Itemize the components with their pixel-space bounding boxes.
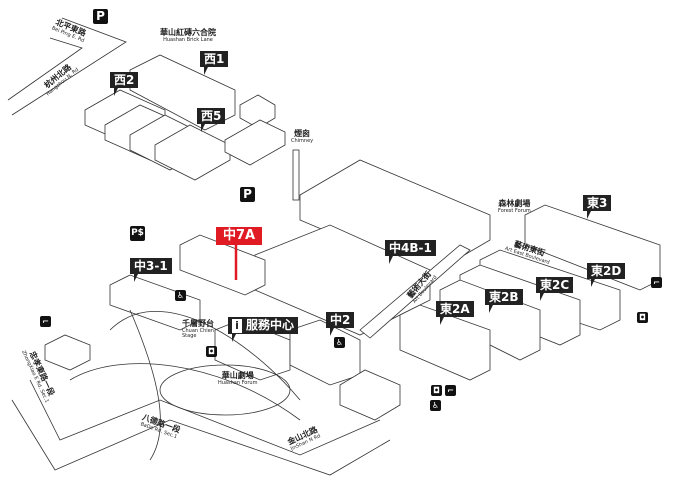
place-en: Forest Forum xyxy=(498,207,531,214)
building-east-2b[interactable]: 東2B xyxy=(485,289,523,313)
smoking-area-icon: ⌐ xyxy=(40,316,51,327)
building-west-1[interactable]: 西1 xyxy=(200,51,229,75)
building-west-5[interactable]: 西5 xyxy=(197,108,226,132)
photo-spot-icon: ◘ xyxy=(637,312,648,323)
photo-spot-icon: ◘ xyxy=(431,385,442,396)
building-center-3-1[interactable]: 中3-1 xyxy=(130,258,172,282)
place-en: Chimney xyxy=(291,137,314,144)
building-center-4b-1[interactable]: 中4B-1 xyxy=(385,240,436,264)
place-zh: 千層野台 xyxy=(182,319,214,328)
building-west-2[interactable]: 西2 xyxy=(110,72,139,96)
service-center-label: 服務中心 xyxy=(246,318,295,332)
smoking-area-icon: ⌐ xyxy=(651,277,662,288)
place-zh: 華山劇場 xyxy=(221,371,254,380)
building-east-2d[interactable]: 東2D xyxy=(587,263,626,287)
restroom-icon: ♿ xyxy=(334,337,345,348)
service-center[interactable]: i 服務中心 xyxy=(228,317,299,342)
parking-icon[interactable]: P xyxy=(93,9,108,24)
restroom-icon: ♿ xyxy=(430,400,441,411)
building-east-3[interactable]: 東3 xyxy=(583,195,612,219)
place-en: Huashan Forum xyxy=(218,379,258,386)
restroom-icon: ♿ xyxy=(175,290,186,301)
place-en: Chuan Chien Stage xyxy=(182,327,214,340)
parking-icon[interactable]: P xyxy=(240,187,255,202)
place-zh: 煙囪 xyxy=(294,129,311,138)
photo-spot-icon: ◘ xyxy=(206,346,217,357)
smoking-area-icon: ⌐ xyxy=(445,385,456,396)
building-east-2a[interactable]: 東2A xyxy=(436,301,474,325)
place-zh: 華山紅磚六合院 xyxy=(160,28,216,37)
info-icon: i xyxy=(232,319,242,333)
building-center-7a-highlighted[interactable]: 中7A xyxy=(216,227,263,245)
building-east-2c[interactable]: 東2C xyxy=(536,277,574,301)
building-center-2[interactable]: 中2 xyxy=(326,312,355,336)
paid-parking-icon[interactable]: P$ xyxy=(130,226,145,241)
place-zh: 森林劇場 xyxy=(498,199,531,208)
place-en: Huashan Brick Lane xyxy=(163,36,213,43)
